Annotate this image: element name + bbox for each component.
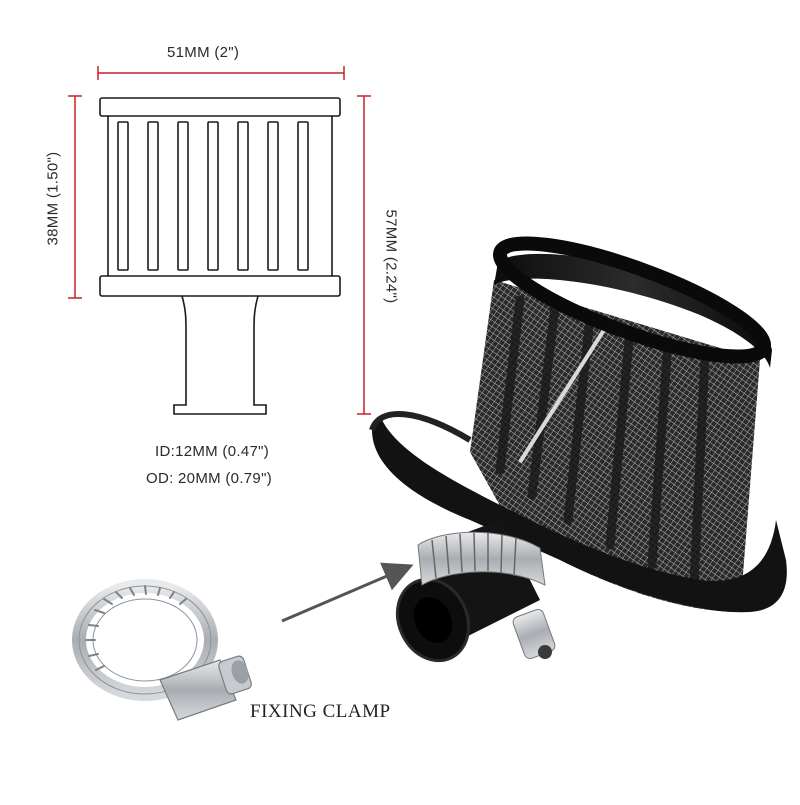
outer-diameter-label: OD: 20MM (0.79") [146,470,272,487]
technical-drawing [68,66,371,415]
breather-filter-photo [369,236,787,663]
fixing-clamp-label: FIXING CLAMP [250,701,391,722]
width-label: 51MM (2") [167,44,240,61]
height-dimension-line [68,95,82,299]
hose-clamp-photo [72,579,252,721]
inner-diameter-label: ID:12MM (0.47") [155,443,270,460]
total-height-dimension-line [357,95,371,415]
height-label: 38MM (1.50") [44,151,62,246]
callout-arrow [281,562,414,623]
total-height-label: 57MM (2.24") [382,209,400,304]
width-dimension-line [97,66,345,80]
filter-outline [99,97,341,415]
